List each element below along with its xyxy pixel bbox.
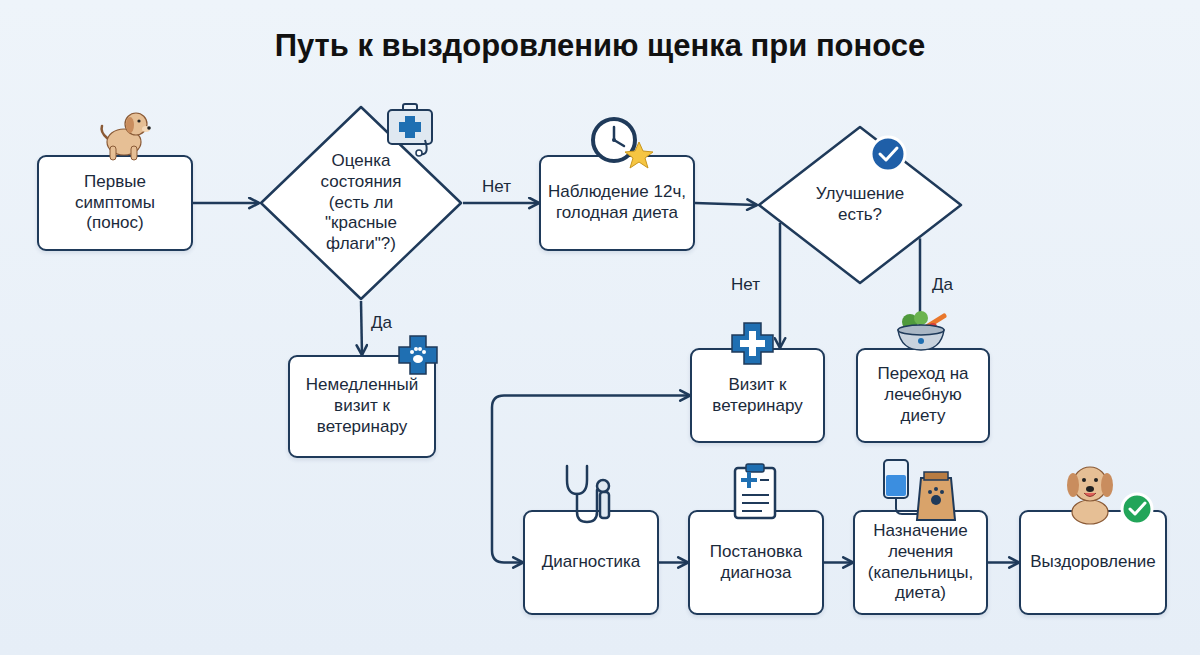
process-box: Немедленный визит к ветеринару [288,355,436,458]
edge-label: Да [371,313,392,333]
flow-arrow [659,561,688,564]
node-text-group: Переход на лечебную диету [864,364,982,426]
process-box: Визит к ветеринару [690,348,825,443]
process-box: Переход на лечебную диету [856,348,990,443]
node-text: Постановка диагноза [696,542,816,583]
process-box: Диагностика [523,510,659,615]
node-text: Назначение лечения (капельницы, диета) [861,521,980,604]
flow-arrow [463,202,539,205]
node-text: Диагностика [542,552,641,573]
node-text-group: Немедленный визит к ветеринару [296,375,428,437]
flow-arrow [824,561,853,564]
diagram-title: Путь к выздоровлению щенка при поносе [0,28,1200,64]
flow-arrow [193,202,259,205]
node-text: Наблюдение 12ч, голодная диета [547,182,687,223]
process-box: Постановка диагноза [688,510,824,615]
flow-arrow [695,203,757,205]
decision-diamond: Оценка состояния (есть ли "красные флаги… [259,105,463,301]
node-text: Немедленный визит к ветеринару [296,375,428,437]
node-text: Визит к ветеринару [698,375,817,416]
node-text: Оценка состояния (есть ли "красные флаги… [302,151,420,255]
process-box: Выздоровление [1019,510,1167,615]
decision-diamond: Улучшение есть? [757,125,963,285]
node-text-group: Диагностика [542,552,641,573]
node-text-group: Назначение лечения (капельницы, диета) [861,521,980,604]
node-text-group: Оценка состояния (есть ли "красные флаги… [302,151,420,255]
node-text-group: Постановка диагноза [696,542,816,583]
edge-label: Да [932,275,953,295]
node-text-group: Первые симптомы (понос) [45,172,185,234]
node-text: Выздоровление [1030,552,1156,573]
process-box: Первые симптомы (понос) [37,155,193,251]
node-text-group: Улучшение есть? [801,184,919,225]
flow-arrow [919,238,922,348]
flow-arrow [779,223,782,348]
process-box: Назначение лечения (капельницы, диета) [853,510,988,615]
node-text-group: Визит к ветеринару [698,375,817,416]
food-bowl-icon [898,311,944,350]
node-text: Первые симптомы (понос) [45,172,185,234]
process-box: Наблюдение 12ч, голодная диета [539,155,695,251]
flow-arrow [361,301,362,355]
node-text: Переход на лечебную диету [864,364,982,426]
flow-arrow [988,561,1019,564]
node-text-group: Наблюдение 12ч, голодная диета [547,182,687,223]
edge-label: Нет [731,275,760,295]
edge-label: Нет [482,177,511,197]
node-text-group: Выздоровление [1030,552,1156,573]
puppy-icon [102,113,151,160]
node-text: Улучшение есть? [801,184,919,225]
